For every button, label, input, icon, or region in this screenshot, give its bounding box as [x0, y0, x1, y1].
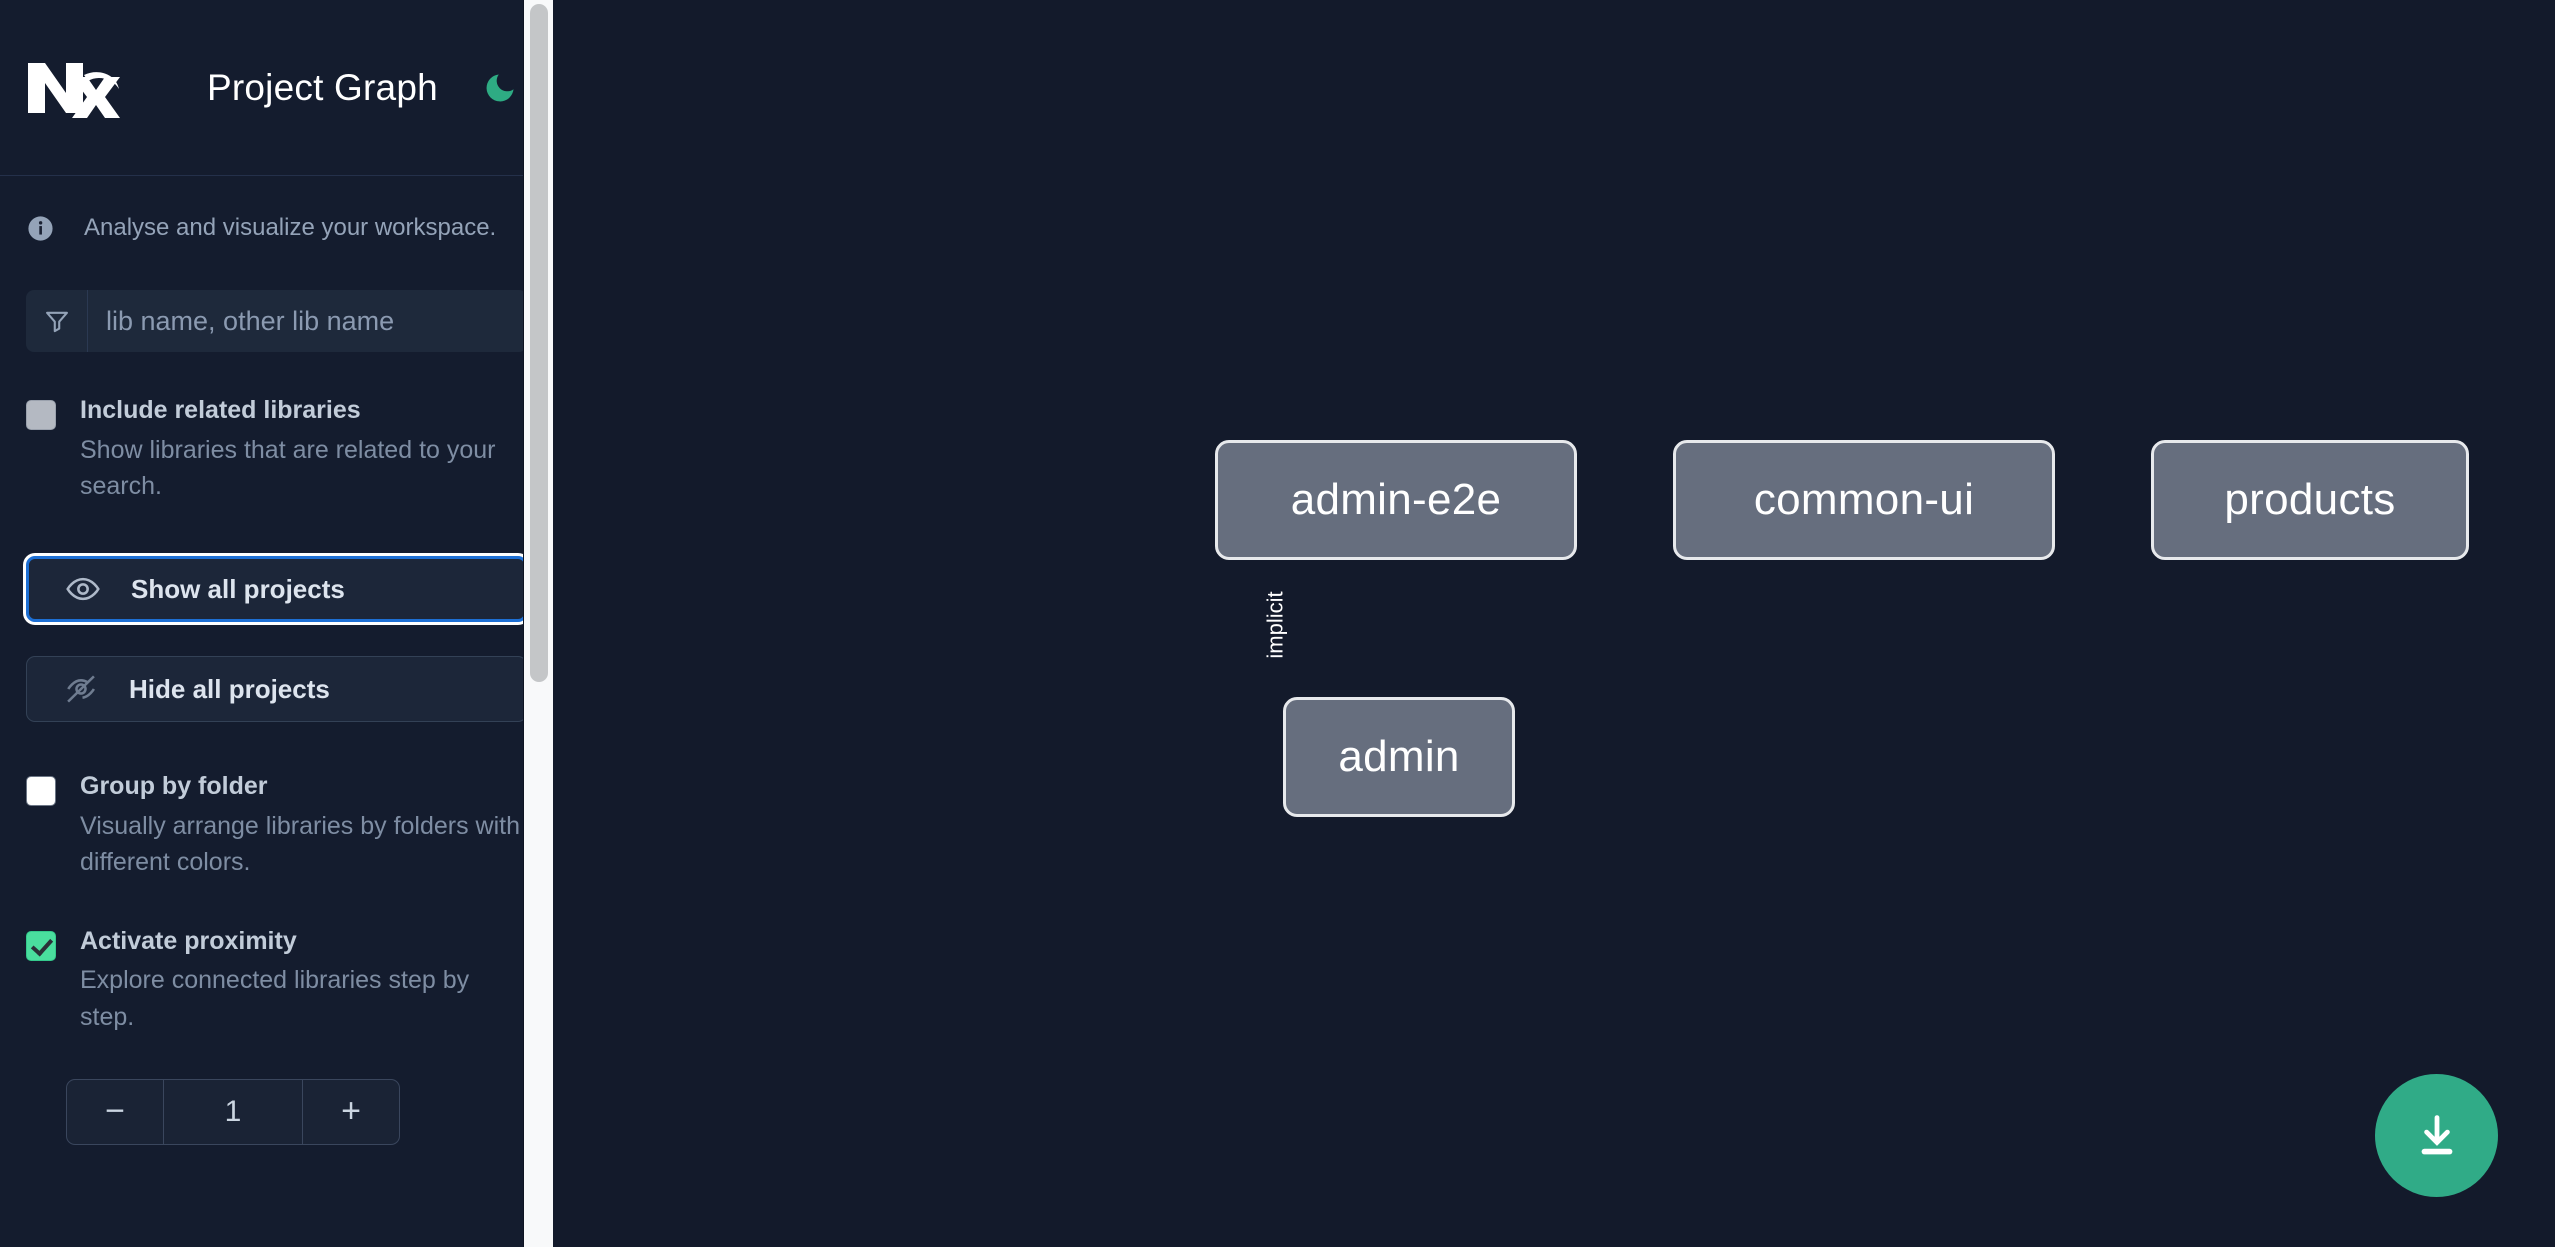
- eye-icon: [65, 571, 101, 607]
- tagline-text: Analyse and visualize your workspace.: [84, 214, 497, 241]
- option-group-by-folder[interactable]: Group by folder Visually arrange librari…: [26, 770, 527, 880]
- stepper-increment-button[interactable]: +: [302, 1079, 399, 1144]
- stepper-value: 1: [224, 1094, 242, 1128]
- sidebar: Project Graph Analyse and visualize your…: [0, 0, 553, 1247]
- show-all-projects-label: Show all projects: [131, 573, 345, 604]
- option-description: Visually arrange libraries by folders wi…: [80, 812, 521, 877]
- option-description: Explore connected libraries step by step…: [80, 966, 470, 1031]
- hide-all-projects-button[interactable]: Hide all projects: [26, 656, 527, 723]
- sidebar-body: Include related libraries Show libraries…: [0, 290, 553, 1145]
- graph-node-common-ui[interactable]: common-ui: [1673, 440, 2055, 560]
- checkbox-activate-proximity[interactable]: [26, 930, 56, 961]
- option-label: Include related libraries: [80, 396, 361, 424]
- option-label: Group by folder: [80, 772, 268, 801]
- graph-edge-label: implicit: [1262, 590, 1288, 659]
- option-include-related-libraries[interactable]: Include related libraries Show libraries…: [26, 394, 527, 504]
- download-icon: [2421, 1114, 2452, 1154]
- graph-node-admin-e2e[interactable]: admin-e2e: [1215, 440, 1577, 560]
- option-label: Activate proximity: [80, 926, 297, 955]
- funnel-icon: [26, 290, 88, 352]
- info-icon: [26, 214, 55, 243]
- nx-logo: [26, 57, 122, 119]
- search-row[interactable]: [26, 290, 527, 352]
- checkbox-include-related-libraries[interactable]: [26, 400, 56, 430]
- show-all-projects-button[interactable]: Show all projects: [26, 556, 527, 623]
- download-graph-button[interactable]: [2375, 1074, 2498, 1197]
- sidebar-header: Project Graph: [0, 0, 553, 176]
- option-activate-proximity[interactable]: Activate proximity Explore connected lib…: [26, 925, 527, 1035]
- option-description: Show libraries that are related to your …: [80, 435, 496, 500]
- sidebar-scrollbar-thumb[interactable]: [530, 4, 548, 682]
- sidebar-tagline: Analyse and visualize your workspace.: [0, 176, 553, 280]
- hide-all-projects-label: Hide all projects: [129, 673, 330, 704]
- moon-icon[interactable]: [478, 66, 522, 110]
- sidebar-scrollbar[interactable]: [523, 0, 553, 1247]
- stepper-decrement-button[interactable]: −: [67, 1079, 164, 1144]
- proximity-stepper: − 1 +: [66, 1078, 400, 1145]
- page-title: Project Graph: [207, 66, 438, 108]
- search-input[interactable]: [88, 290, 527, 352]
- graph-node-products[interactable]: products: [2151, 440, 2469, 560]
- graph-canvas[interactable]: admin-e2ecommon-uiproductsstore-e2eadmin…: [553, 0, 2555, 1247]
- graph-node-admin[interactable]: admin: [1283, 697, 1515, 817]
- graph-edges: [553, 0, 853, 150]
- eye-slash-icon: [63, 671, 99, 707]
- checkbox-group-by-folder[interactable]: [26, 776, 56, 807]
